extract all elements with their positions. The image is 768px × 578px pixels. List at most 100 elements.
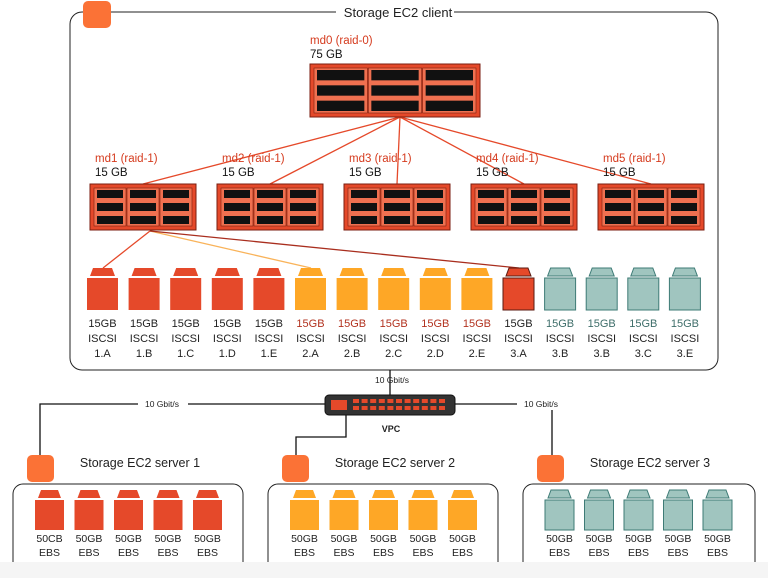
drive-slot xyxy=(163,190,189,198)
md4-rack xyxy=(470,183,578,231)
disk-body xyxy=(153,500,183,530)
disk-type: EBS xyxy=(373,547,394,559)
disk-size: 15GB xyxy=(296,318,324,330)
disk-body xyxy=(544,277,577,311)
disk-type: ISCSI xyxy=(171,333,200,345)
disk-size: 50GB xyxy=(331,533,358,545)
disk-type: EBS xyxy=(157,547,178,559)
drive-slot xyxy=(351,190,377,198)
disk-type: EBS xyxy=(667,547,688,559)
disk-type: ISCSI xyxy=(379,333,408,345)
disk-body xyxy=(448,500,477,530)
iscsi-disk-1.B xyxy=(128,268,160,310)
disk-body xyxy=(170,278,202,310)
disk-lid xyxy=(256,268,282,276)
drive-slot xyxy=(638,203,664,211)
drive-slot xyxy=(671,203,697,211)
disk-body xyxy=(663,499,693,531)
disk-type: EBS xyxy=(412,547,433,559)
drive-slot xyxy=(257,203,283,211)
disk-id: 1.E xyxy=(261,348,278,360)
disk-lid xyxy=(90,268,115,276)
switch-port xyxy=(387,406,394,410)
disk-type: ISCSI xyxy=(546,333,575,345)
drive-slot xyxy=(130,216,156,224)
disk-body xyxy=(702,499,733,531)
drive-slot xyxy=(511,216,537,224)
disk-type: ISCSI xyxy=(213,333,242,345)
disk-type: ISCSI xyxy=(421,333,450,345)
md0-size: 75 GB xyxy=(310,49,343,61)
disk-type: EBS xyxy=(452,547,473,559)
disk-body xyxy=(290,500,319,530)
drive-slot xyxy=(417,216,443,224)
disk-body xyxy=(35,500,64,530)
label-backdrop xyxy=(138,398,188,410)
disk-id: 1.D xyxy=(219,348,236,360)
ec2-instance-icon xyxy=(537,455,564,482)
raid-link xyxy=(399,116,525,185)
server-boundary xyxy=(522,483,756,578)
disk-lid xyxy=(586,489,612,499)
drive-slot xyxy=(257,216,283,224)
disk-body xyxy=(408,500,438,530)
disk-body xyxy=(544,499,575,531)
disk-lid xyxy=(156,490,180,498)
disk-type: EBS xyxy=(197,547,218,559)
drive-slot xyxy=(638,216,664,224)
ebs-disk xyxy=(623,489,654,531)
disk-body xyxy=(295,278,326,310)
drive-slot xyxy=(371,85,419,96)
disk-size: 50CB xyxy=(36,533,62,545)
drive-slot xyxy=(638,190,664,198)
iscsi-disk-3.B xyxy=(585,267,618,311)
drive-slot xyxy=(605,203,631,211)
md3-rack xyxy=(343,183,451,231)
switch-port xyxy=(421,399,428,403)
drive-slot xyxy=(290,216,316,224)
disk-size: 15GB xyxy=(546,318,574,330)
drive-slot xyxy=(371,100,419,111)
drive-slot xyxy=(478,203,504,211)
disk-size: 50GB xyxy=(665,533,692,545)
disk-size: 15GB xyxy=(629,318,657,330)
iscsi-disk-2.C xyxy=(378,268,410,310)
disk-lid xyxy=(131,268,157,276)
server-1: Storage EC2 server 150CBEBS50GBEBS50GBEB… xyxy=(12,455,244,578)
iscsi-disk-1.E xyxy=(253,268,285,310)
md0-rack xyxy=(309,63,481,118)
server2-cable xyxy=(295,414,347,455)
disk-body xyxy=(128,278,160,310)
iscsi-disk-3.B xyxy=(544,267,577,311)
disk-type: ISCSI xyxy=(671,333,700,345)
ebs-disk xyxy=(290,490,319,530)
disk-type: EBS xyxy=(118,547,139,559)
disk-size: 50GB xyxy=(410,533,437,545)
disk-type: EBS xyxy=(39,547,60,559)
iscsi-disks: 15GBISCSI1.A15GBISCSI1.B15GBISCSI1.C15GB… xyxy=(87,267,701,360)
disk-size: 50GB xyxy=(546,533,573,545)
switch-port xyxy=(378,399,385,403)
drive-slot xyxy=(544,203,570,211)
md2-rack xyxy=(216,183,324,231)
server-boundary xyxy=(267,483,499,578)
md1-label: md1 (raid-1) xyxy=(95,153,158,165)
disk-id: 1.B xyxy=(136,348,153,360)
iscsi-disk-2.E xyxy=(461,268,493,310)
switch-panel xyxy=(331,400,347,410)
disk-body xyxy=(378,278,410,310)
drive-slot xyxy=(163,216,189,224)
switch-port xyxy=(353,399,359,403)
disk-id: 2.D xyxy=(427,348,444,360)
ebs-disk xyxy=(114,490,143,530)
disk-type: ISCSI xyxy=(504,333,533,345)
switch-port xyxy=(421,406,428,410)
drive-slot xyxy=(317,85,365,96)
md0-label: md0 (raid-0) xyxy=(310,35,373,47)
disk-type: EBS xyxy=(333,547,354,559)
iscsi-disk-3.C xyxy=(627,267,660,311)
disk-body xyxy=(623,499,654,531)
disk-size: 15GB xyxy=(88,318,116,330)
